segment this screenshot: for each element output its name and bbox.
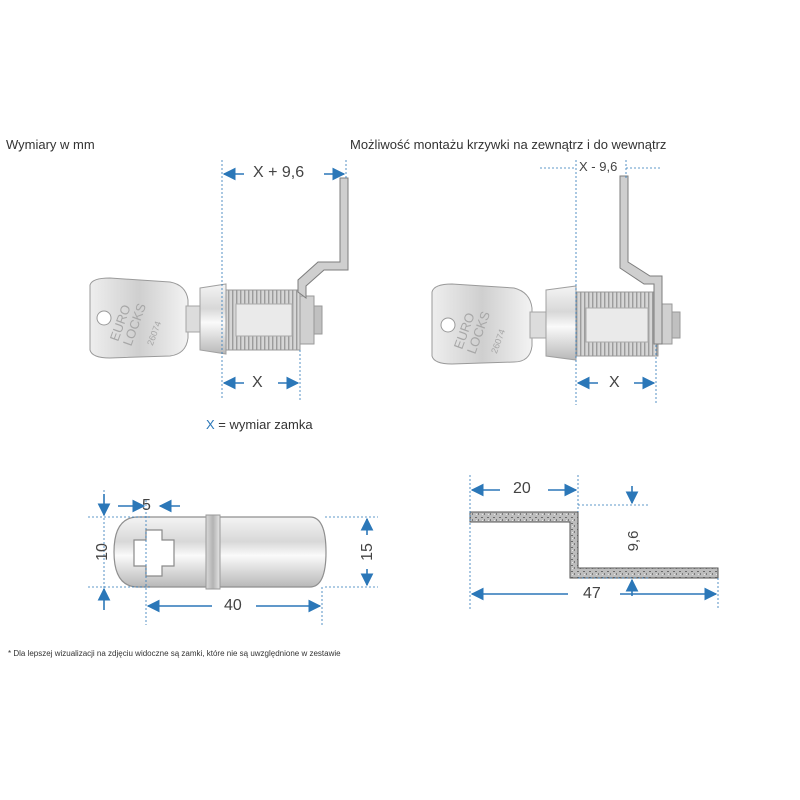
dim-lock-left-top: X + 9,6 — [253, 164, 305, 181]
offset-height-label: 9,6 — [625, 531, 642, 552]
x-legend: X = wymiar zamka — [206, 417, 313, 432]
lock-left — [89, 177, 349, 359]
heading-mounting: Możliwość montażu krzywki na zewnątrz i … — [350, 137, 667, 152]
x-legend-symbol: X — [206, 417, 215, 432]
footnote: * Dla lepszej wizualizacji na zdjęciu wi… — [8, 649, 341, 658]
dim-lock-right-bottom: X — [609, 374, 620, 391]
offset-cam — [469, 511, 719, 579]
dimension-arrows — [97, 167, 718, 613]
cam-width-label: 15 — [359, 543, 376, 561]
dim-cam-hole: 5 — [142, 497, 151, 514]
flat-cam — [113, 514, 327, 590]
dim-total-length: 47 — [583, 585, 601, 602]
x-legend-text: = wymiar zamka — [218, 417, 313, 432]
dim-lock-right-top: X - 9,6 — [579, 159, 618, 174]
dim-lock-left-bottom: X — [252, 374, 263, 391]
cam-height-inner-label: 10 — [94, 543, 111, 561]
lock-right — [431, 175, 681, 365]
heading-dimensions: Wymiary w mm — [6, 137, 95, 152]
dim-offset-length: 20 — [513, 480, 531, 497]
extension-lines — [88, 160, 719, 625]
dim-cam-length: 40 — [224, 597, 242, 614]
